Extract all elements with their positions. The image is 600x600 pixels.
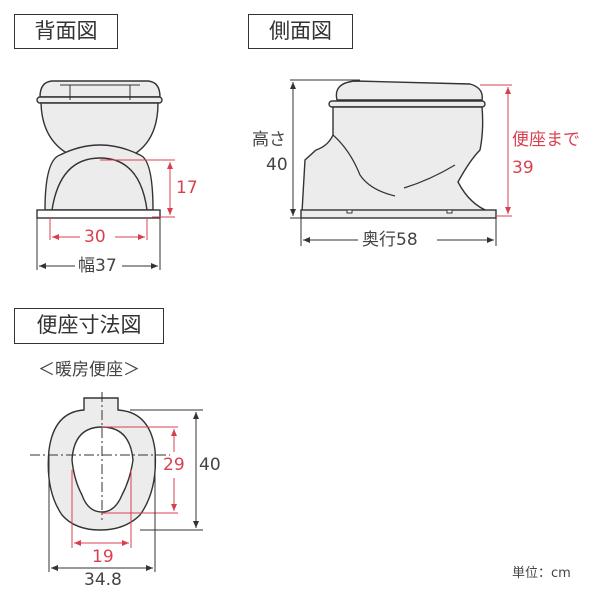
side-view-title: 側面図: [248, 14, 353, 49]
back-view-dimensions: [36, 159, 175, 270]
back-view-toilet: [36, 80, 163, 219]
arch-height-label: 17: [176, 178, 198, 198]
hole-length-label: 29: [163, 455, 185, 475]
seat-dimensions-title: 便座寸法図: [14, 308, 164, 344]
outer-width-label: 34.8: [84, 570, 122, 590]
heated-seat-subtitle: ＜暖房便座＞: [38, 360, 140, 380]
height-value: 40: [266, 155, 288, 175]
unit-note: 単位：cm: [512, 566, 571, 581]
seat-height-value: 39: [512, 158, 534, 178]
height-label: 高さ: [252, 130, 286, 150]
outer-length-label: 40: [199, 455, 221, 475]
seat-height-label: 便座まで: [512, 130, 580, 150]
side-view-dimensions: [290, 79, 512, 246]
width-label: 幅37: [78, 256, 117, 276]
depth-label: 奥行58: [362, 230, 418, 250]
hole-width-label: 19: [92, 547, 114, 567]
side-view-toilet: [300, 80, 497, 219]
seat-dimensions: [30, 392, 203, 572]
back-view-title: 背面図: [14, 14, 118, 49]
inner-width-label: 30: [84, 227, 106, 247]
